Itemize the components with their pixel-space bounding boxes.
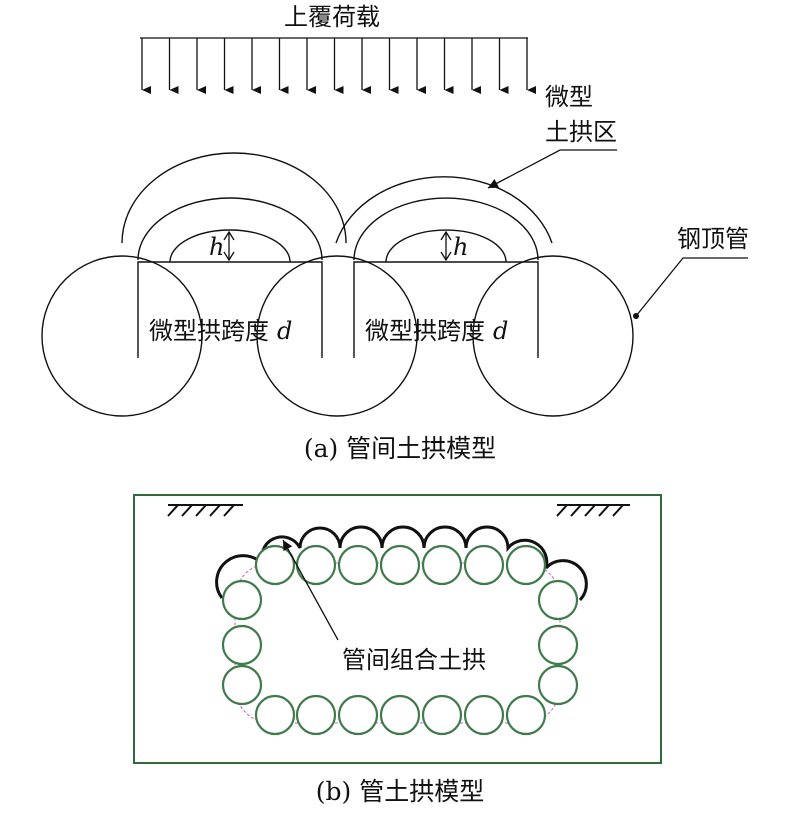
h-arrowhead-left-top [223,230,235,241]
pipe-ring [537,624,579,666]
ground-frame [133,494,662,764]
span-label-right-text: 微型拱跨度 [365,317,485,345]
ground-surface-symbol-right [556,504,630,517]
pipe-ring [221,664,263,706]
micro-arch-zone-leader [487,149,617,189]
pipe-ring [537,579,579,621]
h-dimensions [223,230,452,262]
outer-arch-right [335,176,553,244]
h-arrowhead-right-top [440,230,452,241]
h-label-right: h [453,233,468,261]
micro-soil-arches [121,152,553,263]
overburden-load-label: 上覆荷载 [284,3,380,31]
pipe-ring [505,544,547,586]
combined-soil-arch [215,525,588,602]
overburden-load-arrows [140,37,536,94]
middle-arch-right [353,197,539,261]
h-arrowhead-left-bottom [223,251,235,262]
steel-pipe-label: 钢顶管 [677,225,749,253]
load-arrow-group [141,38,536,94]
span-frames [137,261,539,358]
diagram-b: 管间组合土拱 (b) 管土拱模型 [133,494,662,806]
inner-arch-left [169,229,291,263]
pipe-ring [463,694,505,736]
pipe-ring [379,544,421,586]
steel-pipes [41,255,634,417]
pipe-ring [295,544,337,586]
pipe-ring [221,579,263,621]
steel-pipe-middle [256,255,418,417]
span-label-left: 微型拱跨度 d [149,317,292,345]
pipe-ring [463,544,505,586]
span-frame-left [137,261,323,358]
steel-pipe-right [472,255,634,417]
micro-arch-zone-label-line2: 土拱区 [545,118,617,146]
span-label-right-var: d [493,317,508,345]
pipe-ring [254,544,296,586]
steel-pipe-left [41,255,203,417]
span-frame-right [353,261,539,358]
span-label-left-text: 微型拱跨度 [149,317,269,345]
middle-arch-left [137,197,323,261]
micro-arch-zone-label-line1: 微型 [545,83,593,111]
combined-arch-label: 管间组合土拱 [342,646,486,674]
ground-surface-symbol-left [167,504,243,517]
pipe-ring [295,694,337,736]
h-arrowhead-right-bottom [440,251,452,262]
pipe-ring [421,544,463,586]
h-label-left: h [209,233,224,261]
combined-arch-leader [282,539,339,641]
inner-arch-right [385,229,507,263]
pipe-ring [337,694,379,736]
pipe-ring [379,694,421,736]
pipe-ring [537,664,579,706]
outer-arch-left [121,152,347,244]
pipe-ring-group [221,544,579,736]
pipe-ring [421,694,463,736]
steel-pipe-leader [635,257,748,317]
diagram-a: 上覆荷载 [41,3,749,463]
span-label-right: 微型拱跨度 d [365,317,508,345]
span-label-left-var: d [277,317,292,345]
pipe-ring [221,624,263,666]
steel-pipe-leader-dot [633,313,639,319]
pipe-ring [337,544,379,586]
caption-b: (b) 管土拱模型 [316,777,484,806]
pipe-ring [505,694,547,736]
caption-a: (a) 管间土拱模型 [304,434,496,463]
pipe-ring [254,694,296,736]
